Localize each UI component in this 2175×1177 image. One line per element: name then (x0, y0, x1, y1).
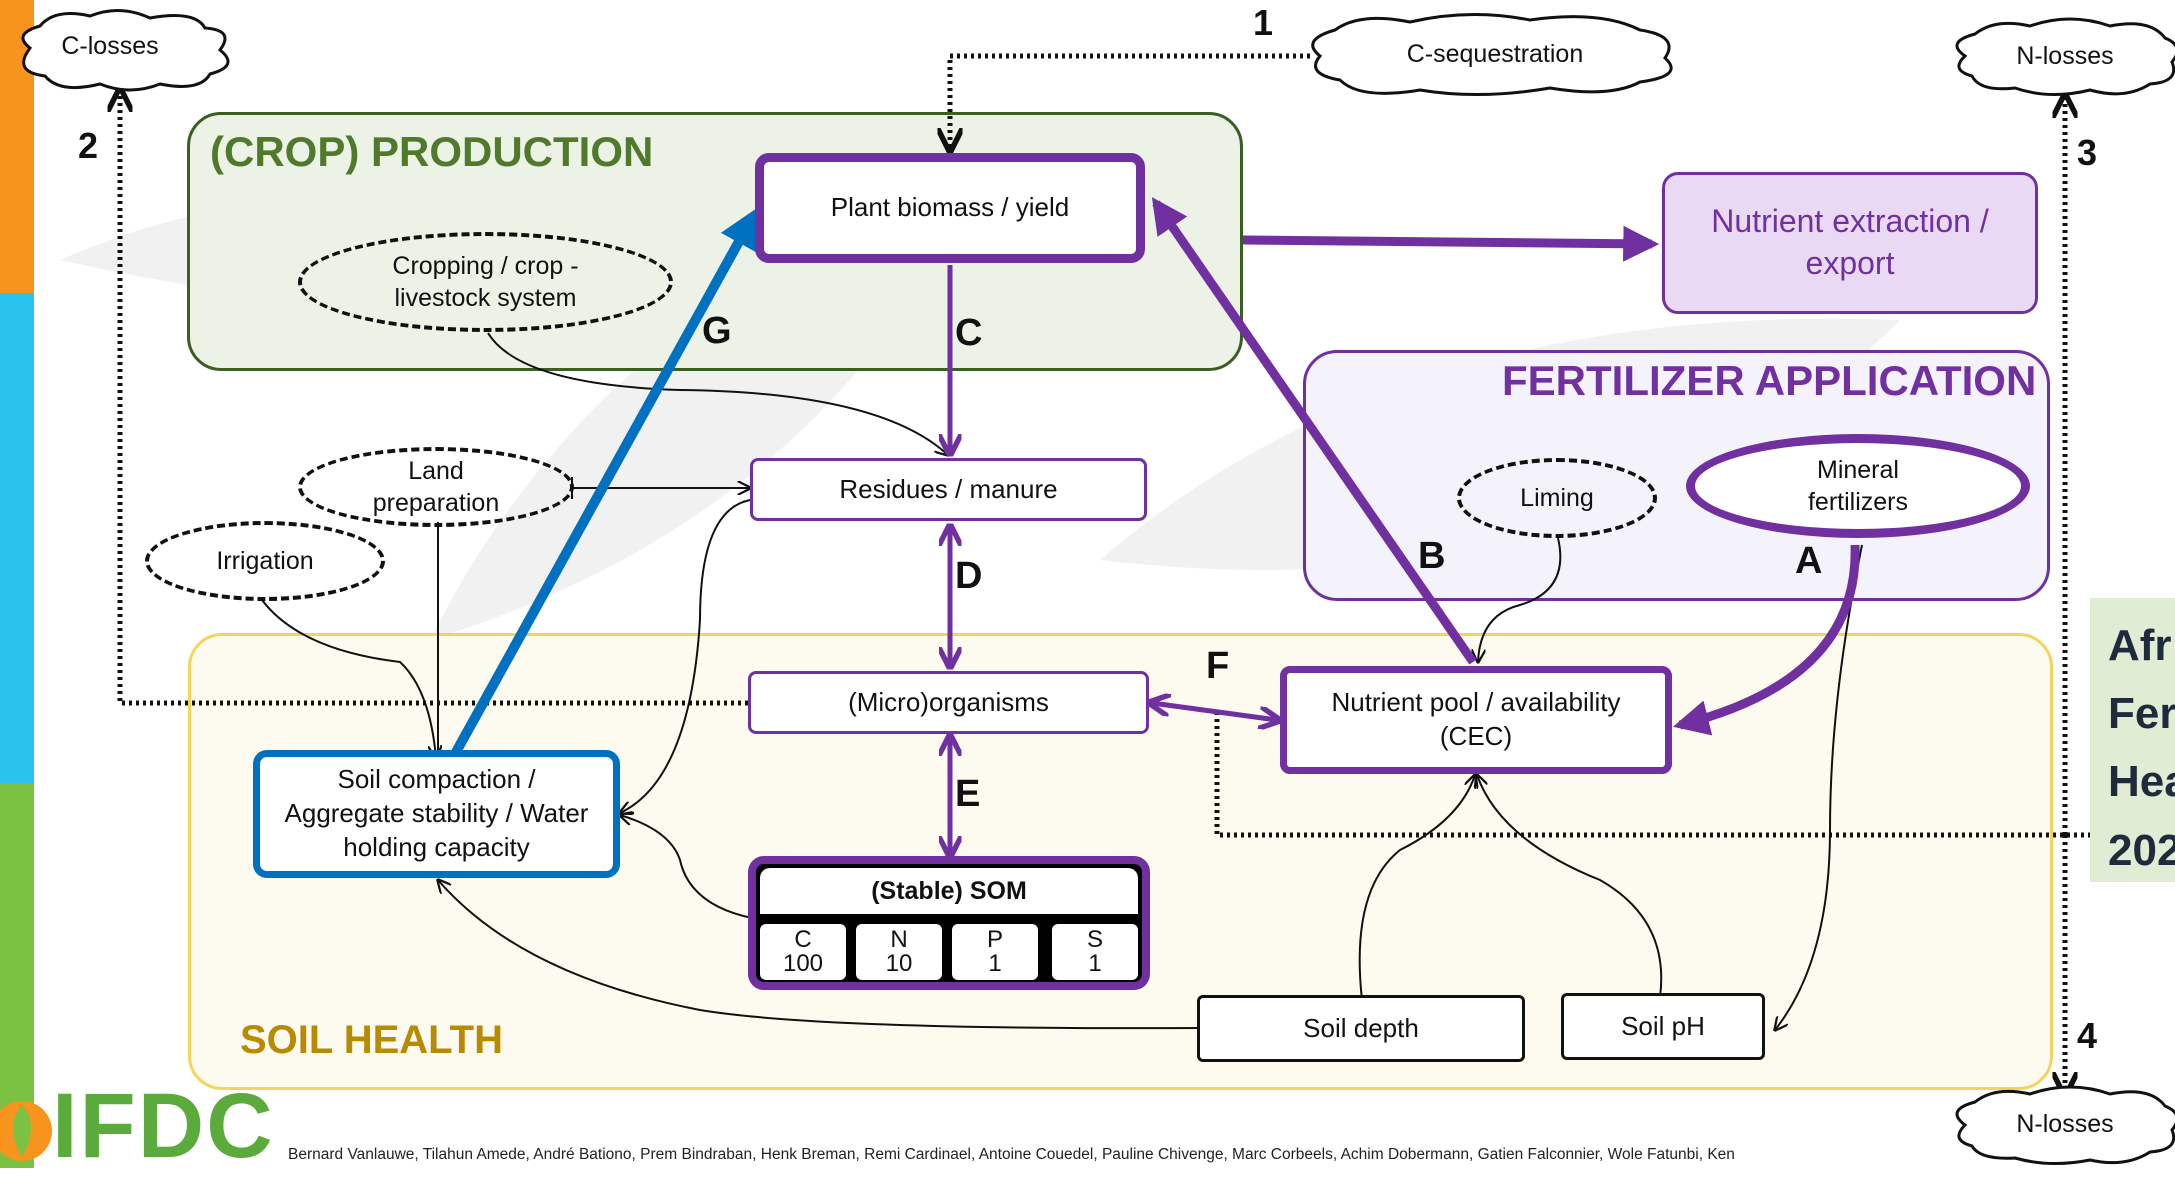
production-title: (CROP) PRODUCTION (210, 128, 654, 175)
som-cell-n-value: 10 (885, 950, 913, 977)
fertilizer-title: FERTILIZER APPLICATION (1502, 357, 2037, 404)
som-cell-n: N 10 (856, 924, 942, 980)
nutrient-pool-node: Nutrient pool / availability (CEC) (1280, 666, 1672, 774)
irrigation-ellipse: Irrigation (145, 521, 385, 601)
som-cell-p-value: 1 (988, 950, 1002, 977)
som-cell-c-element: C (794, 926, 812, 953)
c-sequestration-label: C-sequestration (1406, 40, 1584, 68)
arrow-letter-g: G (702, 310, 732, 352)
ifdc-logo-text: IFDC (52, 1075, 275, 1177)
som-cell-s-value: 1 (1088, 950, 1102, 977)
nutrient-extraction-node: Nutrient extraction / export (1662, 172, 2038, 314)
footer-authors: Bernard Vanlauwe, Tilahun Amede, André B… (288, 1146, 1735, 1163)
side-line-3: Hea (2108, 757, 2175, 807)
arrow-letter-d: D (955, 555, 983, 597)
side-line-4: 202 (2108, 825, 2175, 875)
arrow-letter-b: B (1418, 535, 1446, 577)
mineral-fertilizers-ellipse: Mineral fertilizers (1686, 434, 2030, 538)
cloud-n-bottom-shape (1955, 1085, 2175, 1166)
side-line-2: Fer (2108, 689, 2175, 739)
side-title-box: Afr Fer Hea 202 (2090, 598, 2175, 882)
soil-ph-node: Soil pH (1561, 993, 1765, 1060)
som-cell-p: P 1 (952, 924, 1038, 980)
liming-ellipse: Liming (1457, 458, 1657, 538)
som-cell-c: C 100 (760, 924, 846, 980)
stripe-cyan (0, 293, 34, 783)
som-cell-s: S 1 (1052, 924, 1138, 980)
residues-manure-node: Residues / manure (750, 458, 1147, 521)
stable-som-box: (Stable) SOM C 100 N 10 P 1 S 1 (748, 856, 1150, 990)
land-preparation-ellipse: Land preparation (298, 447, 574, 527)
plant-biomass-node: Plant biomass / yield (755, 153, 1145, 263)
n-losses-top-label: N-losses (2016, 42, 2114, 70)
n-losses-bottom-label: N-losses (2016, 1110, 2114, 1138)
cloud-c-seq-shape (1311, 13, 1673, 97)
soil-health-title: SOIL HEALTH (240, 1018, 503, 1062)
soil-depth-node: Soil depth (1197, 995, 1525, 1062)
som-cell-c-value: 100 (782, 950, 824, 977)
cropping-system-ellipse: Cropping / crop - livestock system (298, 232, 673, 332)
arrow-letter-a: A (1795, 540, 1823, 582)
flow-number-3: 3 (2077, 132, 2098, 173)
cloud-n-top-shape (1955, 17, 2175, 97)
flow-number-1: 1 (1253, 2, 1274, 43)
soil-compaction-node: Soil compaction / Aggregate stability / … (253, 750, 620, 878)
ifdc-logo-icon (0, 1101, 52, 1161)
cloud-c-losses-shape (21, 9, 230, 92)
arrow-letter-e: E (955, 773, 981, 815)
arrow-letter-c: C (955, 312, 983, 354)
c-losses-label: C-losses (61, 32, 159, 60)
flow-number-2: 2 (78, 125, 99, 166)
som-cell-s-element: S (1086, 926, 1103, 953)
microorganisms-node: (Micro)organisms (748, 671, 1149, 734)
flow-number-4: 4 (2077, 1015, 2098, 1056)
arrow-letter-f: F (1206, 645, 1230, 687)
side-line-1: Afr (2108, 621, 2172, 670)
som-title: (Stable) SOM (871, 876, 1027, 905)
som-title-bar: (Stable) SOM (760, 868, 1138, 914)
som-cell-p-element: P (986, 926, 1003, 953)
som-cell-n-element: N (890, 926, 908, 953)
